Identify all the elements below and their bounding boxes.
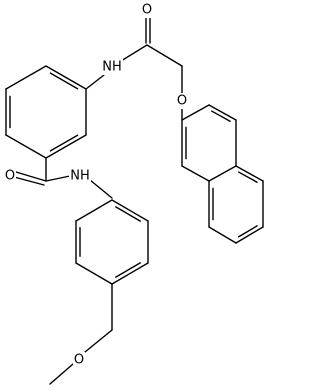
atom-o-carbonyl-top: O <box>141 2 153 18</box>
bond-inner <box>238 171 258 183</box>
svg-text:NH: NH <box>102 60 122 75</box>
bond-c-o-methoxy <box>84 329 113 353</box>
ring-bond <box>235 226 264 244</box>
atom-o-methoxy: O <box>73 352 85 368</box>
bond-inner <box>115 206 141 222</box>
bond-inner <box>49 134 79 152</box>
ring-bond <box>111 262 149 285</box>
bond-carbonyl-ch2 <box>146 44 183 67</box>
ring-bond <box>45 65 87 90</box>
bond-inner <box>49 72 79 90</box>
bond-nh-aryl <box>89 179 113 199</box>
ring-bond <box>208 104 237 121</box>
svg-text:NH: NH <box>70 169 90 184</box>
atom-o-amide: O <box>4 168 16 184</box>
ring-bond <box>208 165 237 182</box>
svg-text:O: O <box>177 94 187 109</box>
ring-bond <box>208 226 237 244</box>
bond-inner <box>211 110 231 122</box>
bond-inner <box>115 262 141 278</box>
svg-text:O: O <box>5 169 15 184</box>
atom-nh-amide: NH <box>69 168 91 184</box>
bonds <box>5 17 264 385</box>
ring-bond <box>111 199 149 222</box>
svg-text:O: O <box>74 353 84 368</box>
bond-nh-carbonyl <box>120 44 148 62</box>
ring-bond <box>181 165 210 182</box>
bond-c-o-double <box>15 171 47 182</box>
ring-bond <box>5 65 47 90</box>
ring-bond <box>5 134 47 159</box>
ring-bond <box>235 165 264 182</box>
bond-ring-nh <box>85 74 105 90</box>
atom-nh-top: NH <box>101 59 123 75</box>
bond-o-methyl <box>49 363 74 385</box>
structure-diagram: O NH O O NH O <box>4 2 264 385</box>
bond-inner <box>238 225 258 238</box>
svg-text:O: O <box>142 3 152 18</box>
ring-bond <box>75 262 113 285</box>
atom-labels: O NH O O NH O <box>4 2 188 368</box>
ring-bond <box>45 134 87 159</box>
atom-o-ether: O <box>176 93 188 109</box>
ring-bond <box>181 104 210 121</box>
bond-c-o-double <box>13 176 45 186</box>
ring-bond <box>75 199 113 222</box>
bond-amide-c-nh <box>45 175 71 182</box>
